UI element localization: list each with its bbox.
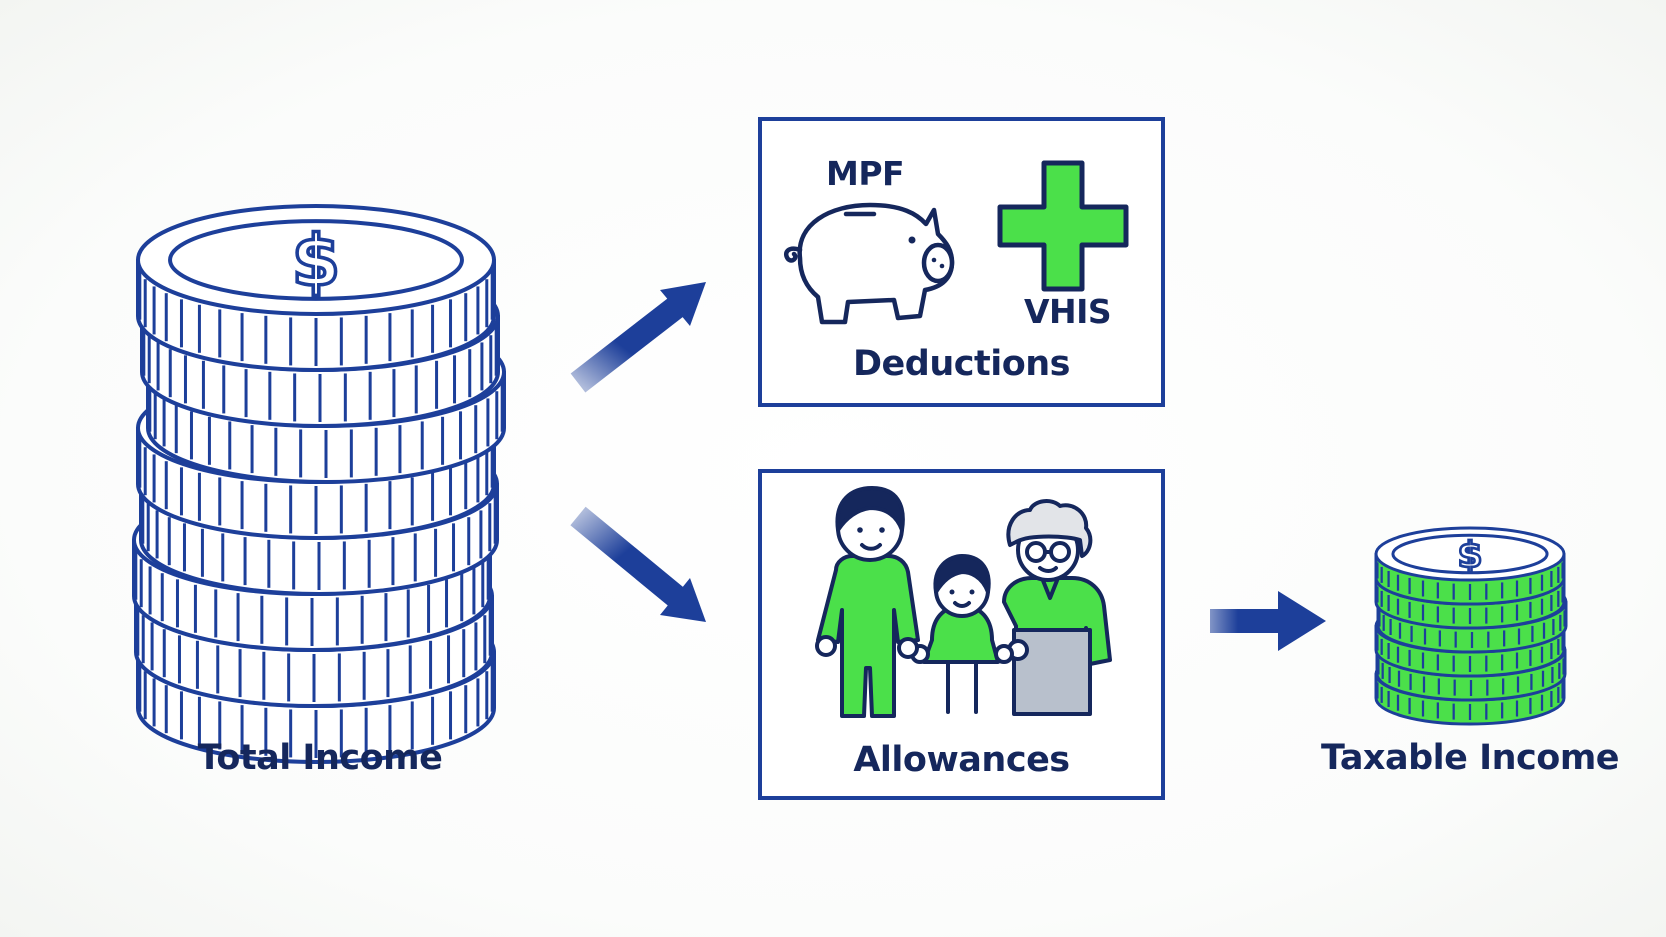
arrow-to-deductions-icon <box>570 282 706 393</box>
dollar-sign-icon: $ <box>292 220 341 302</box>
total-income-label: Total Income <box>197 738 443 778</box>
father-figure <box>815 486 920 718</box>
medical-cross-icon <box>997 160 1129 292</box>
family-icon <box>815 486 1112 718</box>
taxable-income-coin-stack-icon: $ <box>1374 526 1568 726</box>
piggy-bank-icon <box>784 202 955 325</box>
vhis-label: VHIS <box>1024 292 1112 331</box>
dollar-sign-icon: $ <box>1457 535 1482 576</box>
taxable-income-label: Taxable Income <box>1320 738 1620 778</box>
total-income-coin-stack-icon: $ <box>132 204 506 764</box>
arrow-to-taxable-income-icon <box>1210 591 1326 651</box>
allowances-label: Allowances <box>853 740 1070 780</box>
grandparent-figure <box>1002 499 1112 716</box>
coin: $ <box>1374 526 1566 606</box>
coin: $ <box>136 204 496 372</box>
mpf-label: MPF <box>826 154 905 193</box>
arrow-to-allowances-icon <box>570 506 706 622</box>
deductions-label: Deductions <box>852 344 1071 384</box>
